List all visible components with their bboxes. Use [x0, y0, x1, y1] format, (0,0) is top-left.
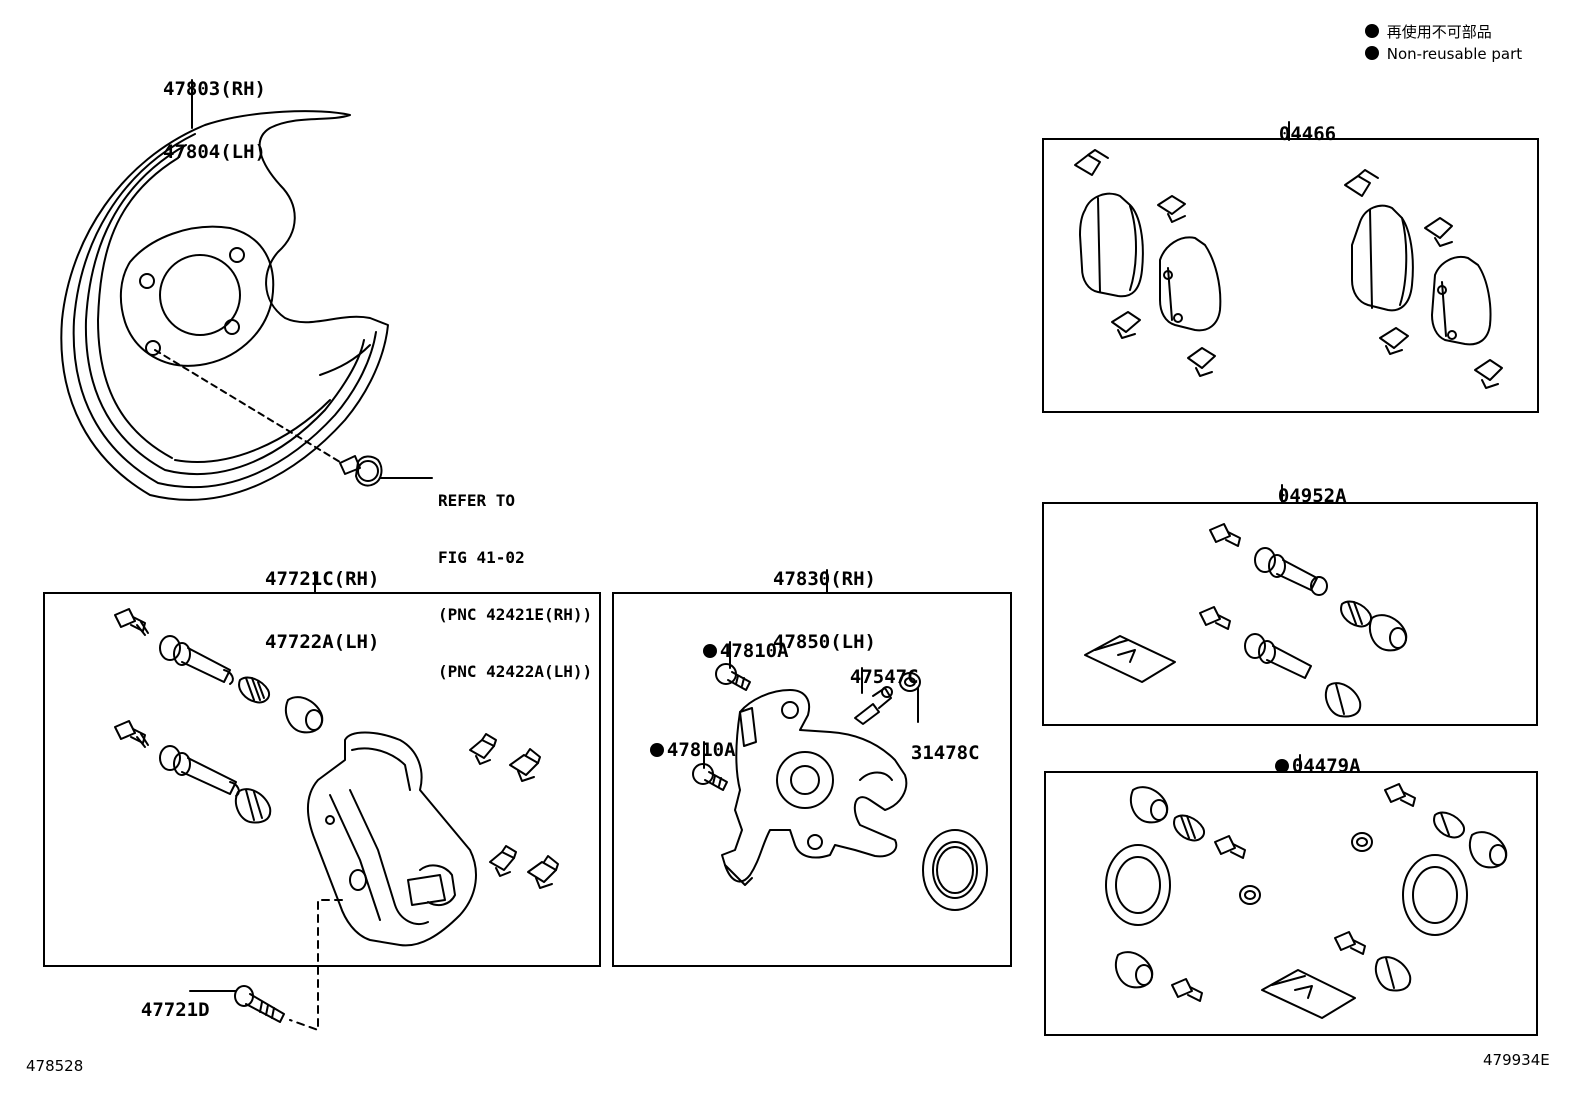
caliper-bolt-lower-label[interactable]: 47810A	[627, 719, 736, 761]
caliper-assembly-label[interactable]: 47830(RH) 47850(LH)	[773, 527, 876, 674]
guide-pin-kit-drawing	[1084, 523, 1408, 718]
pad-kit-box	[1042, 138, 1539, 413]
bleeder-plug-label[interactable]: 47547C	[827, 646, 919, 688]
bolt-reference-line2: FIG 41-02	[438, 548, 525, 567]
bolt-reference-note[interactable]: REFER TO FIG 41-02 (PNC 42421E(RH)) (PNC…	[438, 453, 592, 700]
caliper-bolt-upper-number: 47810A	[719, 640, 789, 662]
non-reusable-dot-icon	[702, 644, 717, 658]
mounting-bolt-label[interactable]: 47721D	[118, 979, 210, 1021]
bolt-reference-line4: (PNC 42422A(LH))	[438, 662, 593, 681]
non-reusable-dot-icon	[1274, 759, 1289, 773]
legend-label-jp: 再使用不可部品	[1386, 23, 1492, 41]
mounting-kit-box	[43, 592, 601, 967]
mounting-kit-drawing	[114, 608, 559, 947]
dust-cover-rh: 47803(RH)	[163, 78, 266, 100]
cylinder-kit-box	[1044, 771, 1538, 1036]
caliper-drawing	[692, 663, 988, 911]
cylinder-kit-drawing	[1105, 783, 1508, 1019]
mounting-bolt-drawing	[234, 985, 285, 1023]
bleeder-plug-number: 47547C	[849, 666, 919, 688]
mounting-bolt-number: 47721D	[140, 999, 210, 1021]
bolt-reference-line1: REFER TO	[438, 491, 516, 510]
filled-circle-icon	[1365, 24, 1379, 38]
guide-pin-kit-number: 04952A	[1277, 485, 1347, 507]
dust-cover-bolt-drawing	[339, 455, 383, 487]
dust-cover-label[interactable]: 47803(RH) 47804(LH)	[163, 37, 266, 184]
legend-non-reusable-en: Non-reusable part	[1365, 45, 1522, 63]
caliper-assembly-lh: 47850(LH)	[773, 631, 876, 653]
cylinder-kit-number: 04479A	[1291, 755, 1361, 777]
mounting-kit-label[interactable]: 47721C(RH) 47722A(LH)	[265, 527, 379, 674]
mounting-kit-rh: 47721C(RH)	[265, 568, 380, 590]
figure-code-left: 478528	[26, 1057, 84, 1075]
figure-code-right: 479934E	[1483, 1051, 1550, 1069]
pad-kit-label[interactable]: 04466	[1256, 103, 1336, 145]
cylinder-kit-label[interactable]: 04479A	[1252, 735, 1361, 777]
legend-non-reusable-jp: 再使用不可部品	[1365, 21, 1492, 42]
guide-pin-kit-label[interactable]: 04952A	[1255, 465, 1347, 507]
caliper-bolt-lower-number: 47810A	[666, 739, 736, 761]
dust-cover-drawing	[60, 110, 389, 501]
caliper-assembly-box	[612, 592, 1012, 967]
dust-cover-lh: 47804(LH)	[163, 141, 266, 163]
legend-label-en: Non-reusable part	[1386, 45, 1523, 63]
guide-pin-kit-box	[1042, 502, 1538, 726]
mounting-kit-lh: 47722A(LH)	[265, 631, 380, 653]
non-reusable-dot-icon	[649, 743, 664, 757]
pad-kit-drawing	[1074, 149, 1503, 389]
filled-circle-icon	[1365, 46, 1379, 60]
bleeder-cap-number: 31478C	[910, 742, 980, 764]
pad-kit-number: 04466	[1278, 123, 1337, 145]
caliper-assembly-rh: 47830(RH)	[773, 568, 876, 590]
bleeder-cap-label[interactable]: 31478C	[888, 722, 980, 764]
bolt-reference-line3: (PNC 42421E(RH))	[438, 605, 593, 624]
caliper-bolt-upper-label[interactable]: 47810A	[680, 620, 789, 662]
